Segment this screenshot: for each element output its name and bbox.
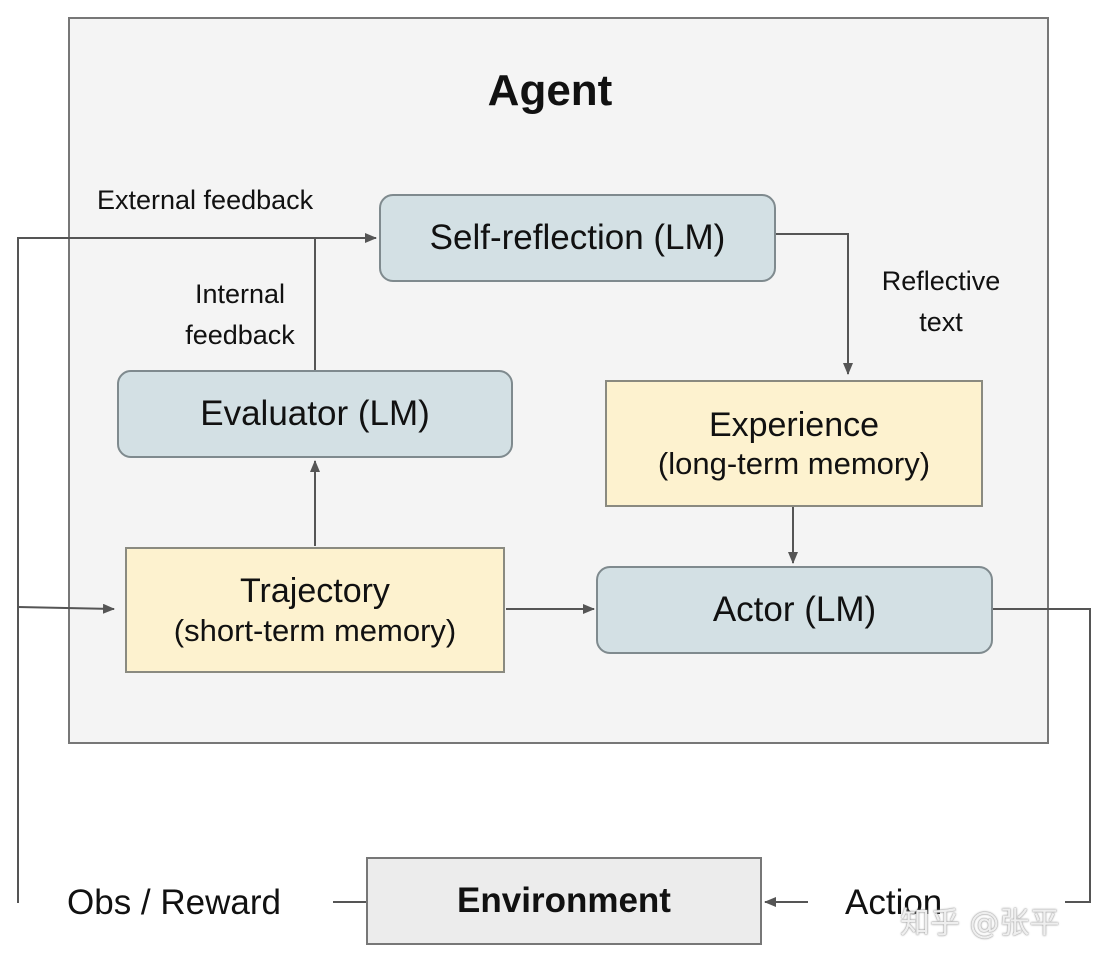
action-label: Action	[845, 883, 943, 922]
environment-node: Environment	[366, 857, 762, 945]
agent-title: Agent	[487, 66, 613, 115]
evaluator-node: Evaluator (LM)	[117, 370, 513, 458]
internal-feedback-line1: Internal	[194, 279, 286, 309]
environment-label: Environment	[457, 881, 671, 920]
self-reflection-label: Self-reflection (LM)	[429, 218, 726, 257]
trajectory-subtitle: (short-term memory)	[173, 612, 457, 648]
experience-node: Experience (long-term memory)	[605, 380, 983, 507]
edge-obs-to-trajectory	[17, 603, 115, 614]
obs-reward-label: Obs / Reward	[67, 883, 281, 922]
self-reflection-node: Self-reflection (LM)	[379, 194, 776, 282]
actor-node: Actor (LM)	[596, 566, 993, 654]
reflective-text-line2: text	[919, 306, 963, 337]
edge-external-feedback	[17, 233, 377, 903]
external-feedback-label: External feedback	[97, 185, 314, 215]
trajectory-title: Trajectory	[240, 572, 390, 610]
trajectory-node: Trajectory (short-term memory)	[125, 547, 505, 673]
evaluator-label: Evaluator (LM)	[200, 394, 430, 433]
experience-title: Experience	[708, 405, 880, 444]
internal-feedback-label: Internal feedback	[170, 274, 310, 355]
actor-label: Actor (LM)	[712, 590, 877, 629]
experience-subtitle: (long-term memory)	[657, 446, 931, 482]
watermark: 知乎 @张平	[900, 906, 1060, 941]
reflective-text-line1: Reflective	[881, 266, 1001, 296]
edge-actor-to-action	[993, 608, 1091, 903]
internal-feedback-line2: feedback	[185, 319, 295, 350]
edge-reflective-text	[776, 233, 853, 375]
reflective-text-label: Reflective text	[868, 261, 1014, 342]
